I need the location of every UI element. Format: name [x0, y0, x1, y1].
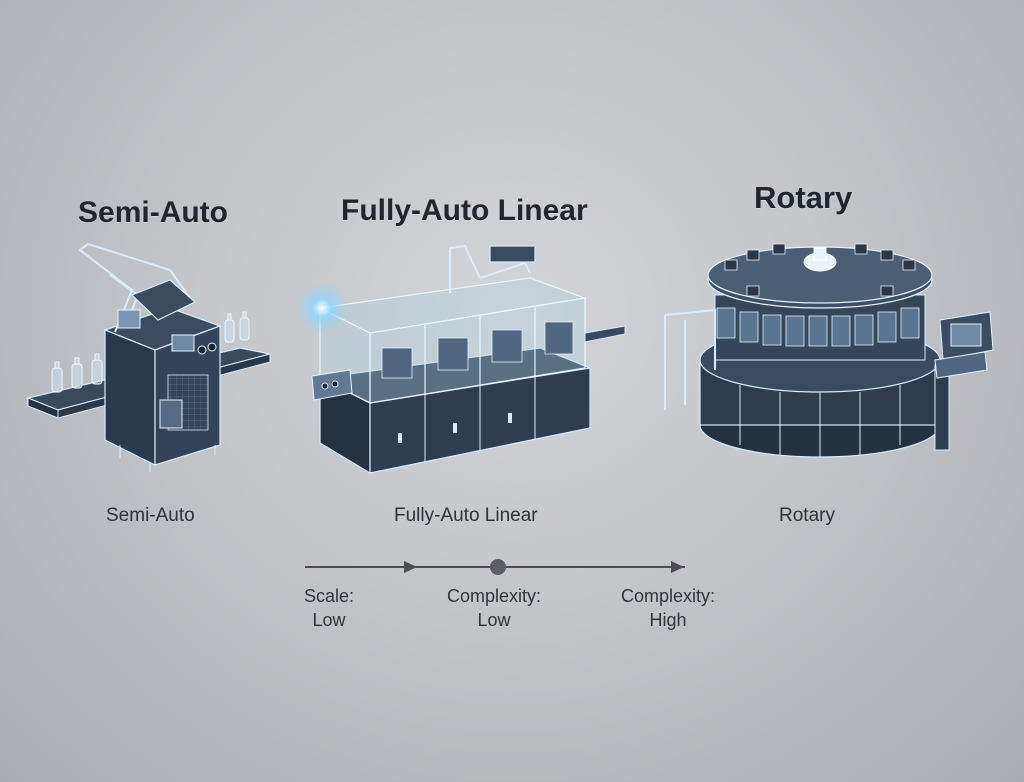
control-panel — [311, 369, 353, 401]
caption-semi-auto: Semi-Auto — [106, 505, 195, 526]
control-stand — [934, 311, 994, 451]
scale-label-2-value: Low — [477, 610, 511, 630]
heading-semi-auto: Semi-Auto — [78, 196, 228, 229]
progression-axis — [305, 559, 685, 575]
semi-auto-machine-illustration — [26, 242, 271, 472]
arrow-right-icon — [671, 561, 684, 573]
top-plate — [707, 243, 933, 309]
scale-label-2-title: Complexity: — [446, 586, 542, 606]
heading-fully-auto-linear: Fully-Auto Linear — [341, 194, 588, 227]
scale-label-1: Scale: Low — [254, 584, 404, 632]
top-gantry — [449, 244, 536, 293]
hmi-screen — [117, 309, 141, 329]
capping-arm — [78, 242, 197, 333]
scale-label-2: Complexity: Low — [419, 584, 569, 632]
heading-rotary: Rotary — [754, 180, 853, 215]
fully-auto-linear-machine-illustration — [296, 244, 626, 475]
scale-label-3-value: High — [649, 610, 687, 630]
caption-rotary: Rotary — [779, 505, 835, 526]
internal-mechanisms — [381, 321, 574, 379]
side-frame — [664, 308, 716, 410]
scale-label-3-title: Complexity: — [620, 586, 716, 606]
scale-label-1-value: Low — [312, 610, 346, 630]
bottles — [51, 311, 250, 393]
caption-fully-auto-linear: Fully-Auto Linear — [394, 505, 538, 526]
scale-label-1-title: Scale: — [303, 586, 355, 606]
scale-label-3: Complexity: High — [593, 584, 743, 632]
midpoint-marker — [490, 559, 506, 575]
rotary-machine-illustration — [664, 243, 994, 458]
arrow-right-icon — [404, 561, 417, 573]
light-flare — [296, 282, 348, 334]
outfeed-conveyor — [584, 325, 626, 343]
cabinet — [103, 307, 222, 472]
